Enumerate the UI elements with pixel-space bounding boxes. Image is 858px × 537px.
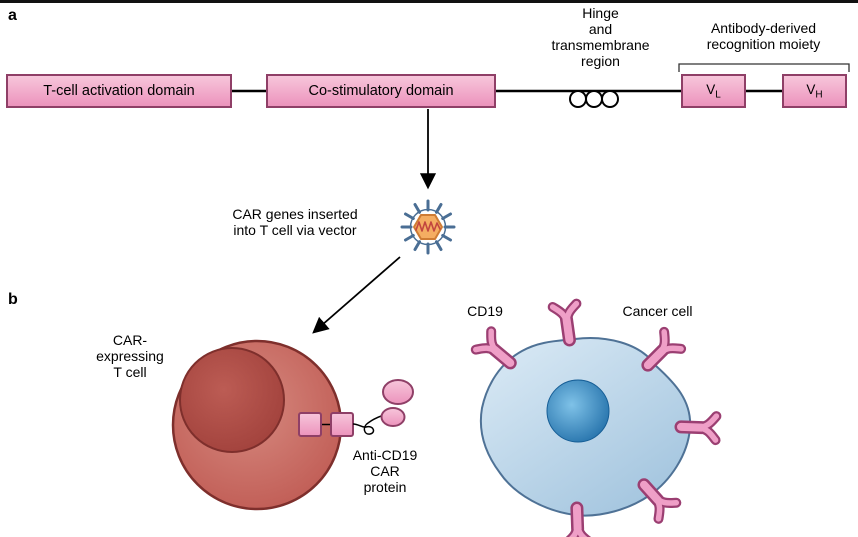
- cancer-cell-label: Cancer cell: [622, 303, 693, 319]
- recognition-moiety-bracket: [678, 63, 850, 72]
- t-cell-nucleus: [179, 347, 285, 453]
- vl-label: VL: [706, 81, 721, 101]
- vector-gene-squiggle-icon: [415, 221, 441, 232]
- hinge-transmembrane-label: Hinge and transmembrane region: [551, 5, 650, 69]
- car-protein: [298, 379, 414, 437]
- cd19-label: CD19: [467, 303, 503, 319]
- viral-vector-icon: [400, 199, 456, 255]
- vh-domain-box: VH: [782, 74, 847, 108]
- cancer-cell-nucleus: [546, 379, 610, 443]
- cd19-receptor: [639, 332, 681, 374]
- car-scfv-domain-top: [382, 379, 414, 405]
- cd19-receptor: [476, 331, 518, 372]
- vh-label: VH: [806, 81, 823, 101]
- panel-b-label: b: [8, 291, 18, 308]
- car-t-cell-label: CAR- expressing T cell: [96, 332, 164, 380]
- co-stimulatory-domain-box: Co-stimulatory domain: [266, 74, 496, 108]
- arrow-to-t-cell: [312, 256, 401, 334]
- antibody-recognition-label: Antibody-derived recognition moiety: [706, 20, 821, 52]
- car-domain-box-outer: [330, 412, 354, 437]
- anti-cd19-car-protein-label: Anti-CD19 CAR protein: [352, 447, 418, 495]
- diagram-canvas: [6, 63, 850, 537]
- t-cell-activation-domain-label: T-cell activation domain: [43, 83, 195, 99]
- panel-a-label: a: [8, 7, 17, 24]
- cd19-receptor: [553, 304, 582, 342]
- vector-caption: CAR genes inserted into T cell via vecto…: [232, 206, 358, 238]
- transmembrane-coil: [569, 90, 619, 108]
- vl-domain-box: VL: [681, 74, 746, 108]
- t-cell-activation-domain-box: T-cell activation domain: [6, 74, 232, 108]
- co-stimulatory-domain-label: Co-stimulatory domain: [308, 83, 454, 99]
- car-linker-loop: [352, 414, 385, 435]
- car-domain-box-inner: [298, 412, 322, 437]
- car-scfv-domain-bottom: [380, 407, 406, 427]
